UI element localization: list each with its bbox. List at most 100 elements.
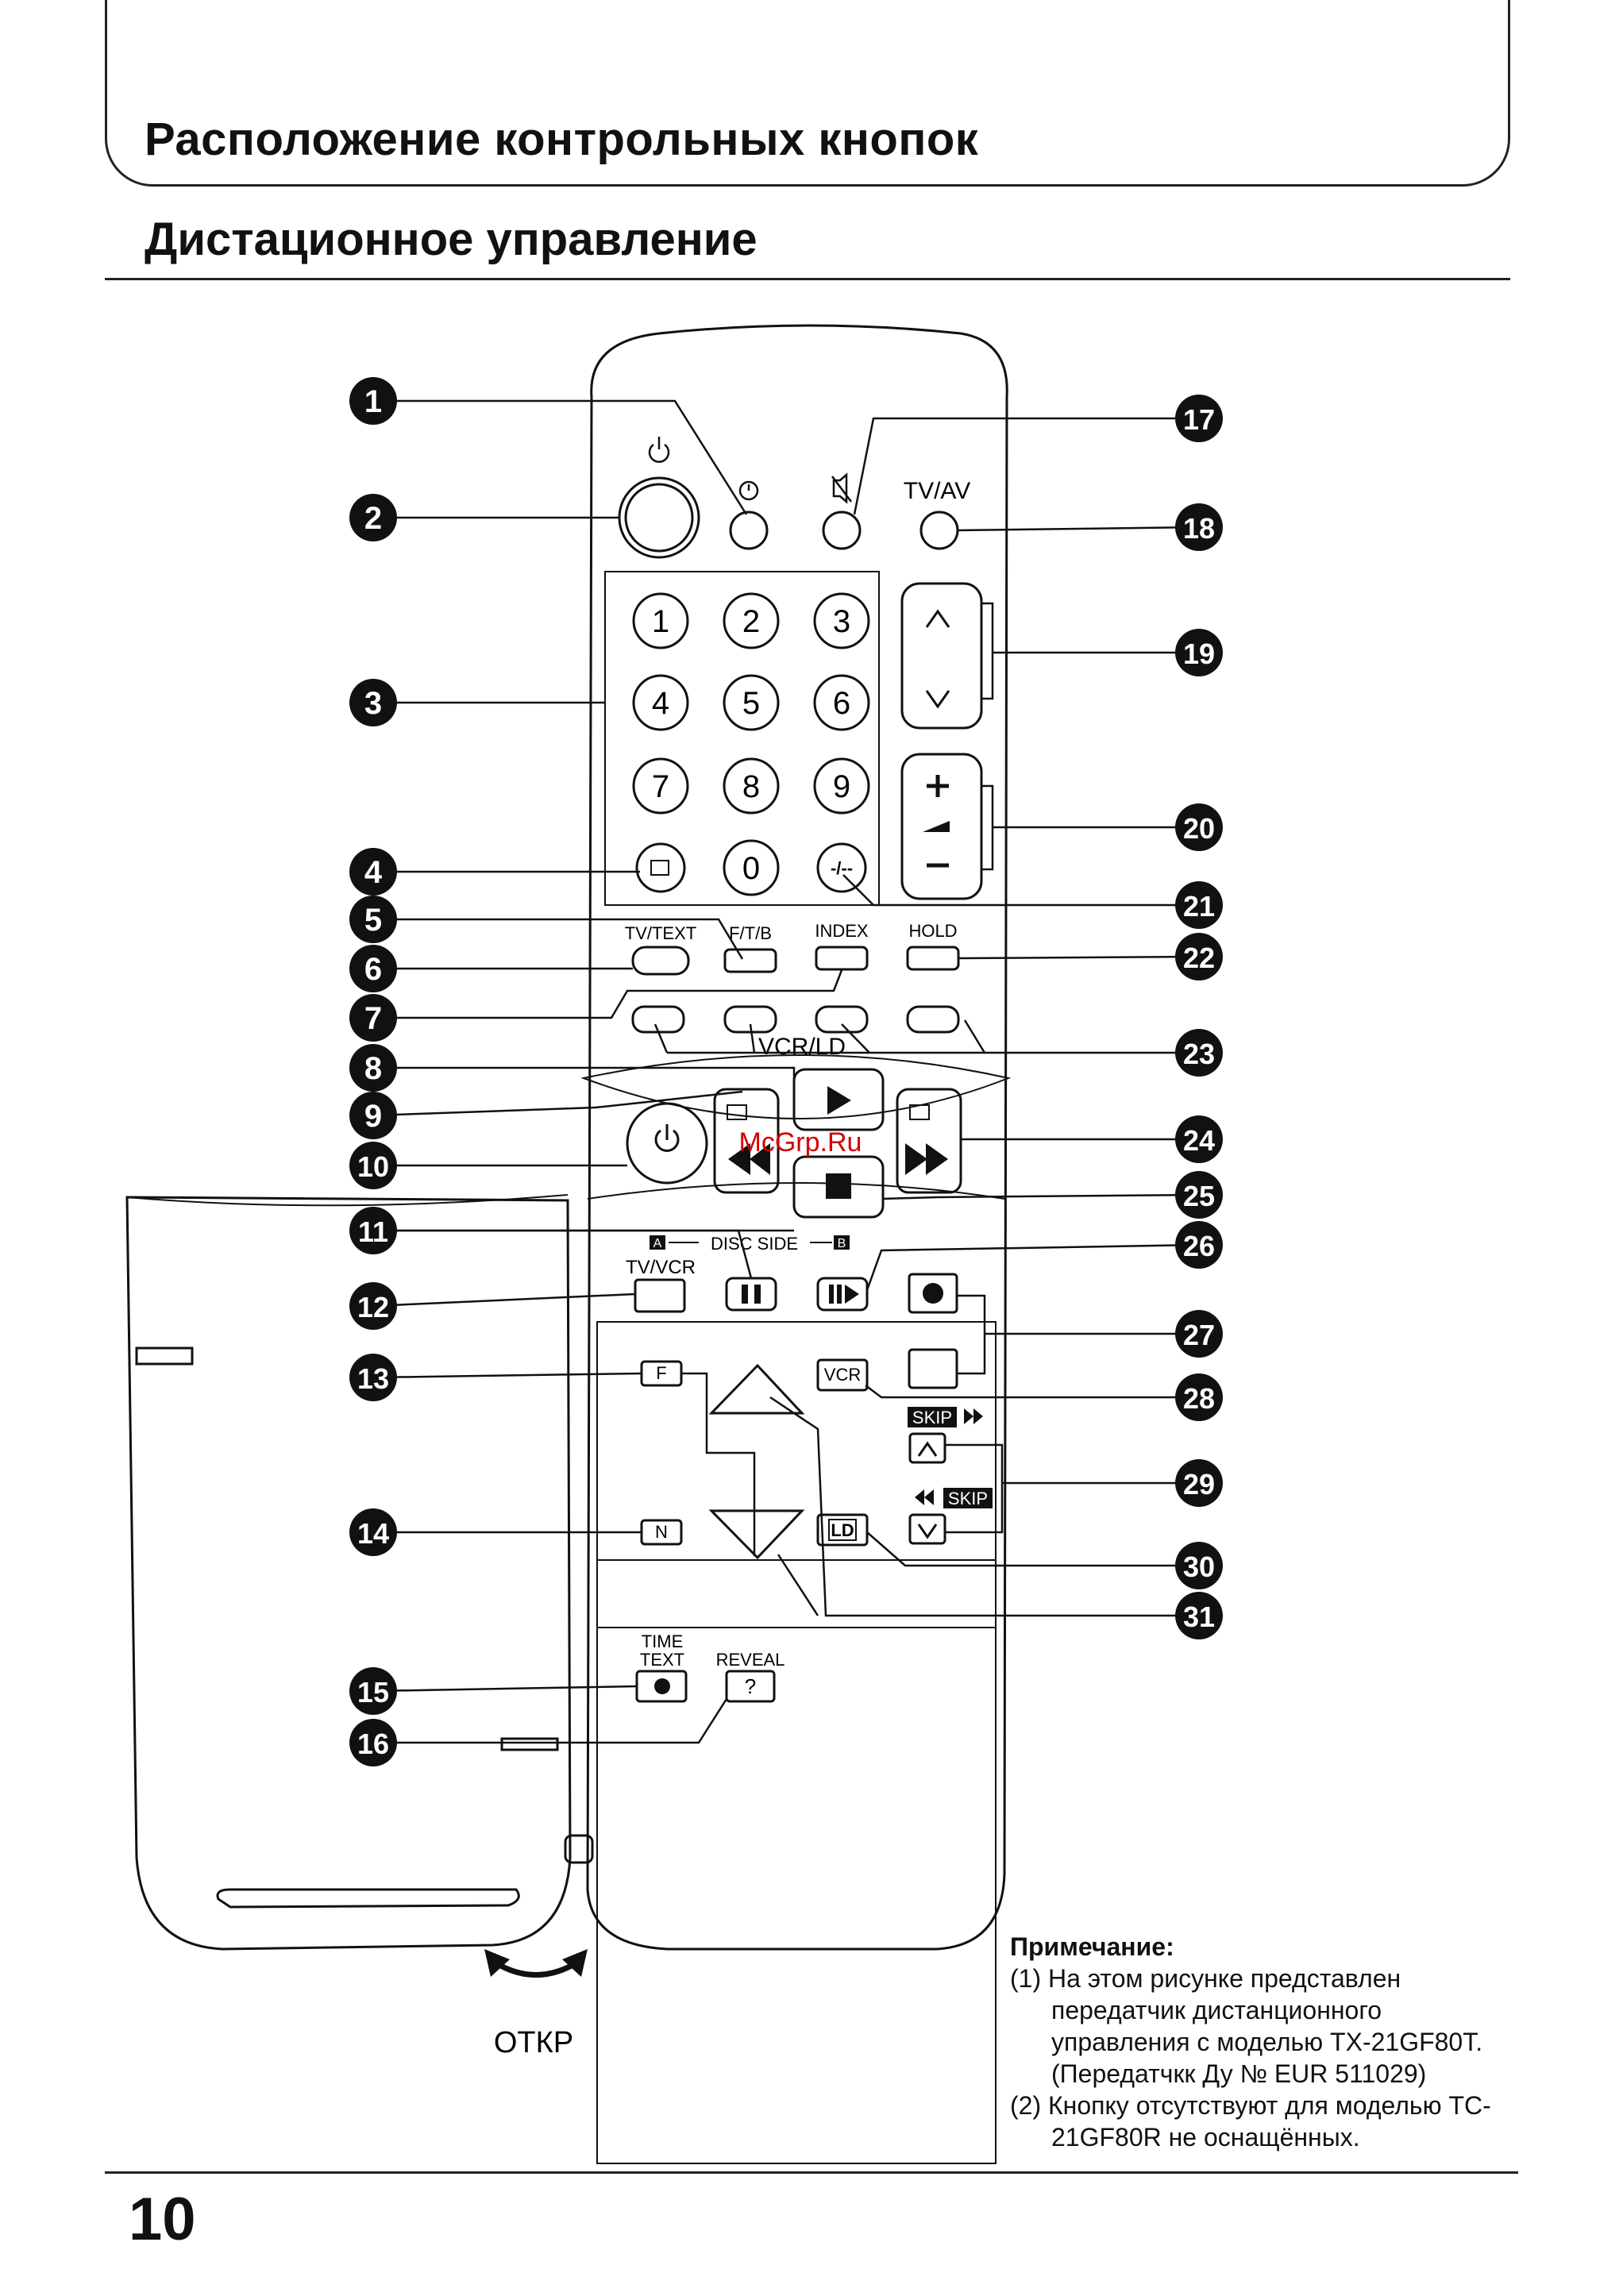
svg-text:19: 19 bbox=[1183, 638, 1215, 670]
disc-side-label: DISC SIDE bbox=[711, 1234, 798, 1254]
volume-icon bbox=[923, 821, 950, 832]
digit-4-button[interactable] bbox=[632, 674, 689, 731]
reveal-button[interactable] bbox=[725, 1670, 776, 1703]
digit-4-label: 4 bbox=[652, 686, 669, 721]
digit-1-label: 1 bbox=[652, 604, 669, 639]
digit-3-label: 3 bbox=[833, 604, 850, 639]
record-icon bbox=[923, 1283, 943, 1304]
hinge bbox=[564, 1834, 594, 1864]
digit-5-label: 5 bbox=[742, 686, 760, 721]
pause-button[interactable] bbox=[725, 1277, 777, 1312]
svg-text:11: 11 bbox=[358, 1215, 388, 1248]
red-button[interactable] bbox=[631, 1005, 685, 1034]
skip-down-button[interactable] bbox=[908, 1513, 946, 1545]
digit-7-button[interactable] bbox=[632, 757, 689, 815]
n-label: N bbox=[655, 1522, 668, 1542]
skip-label-upper: SKIP bbox=[912, 1408, 952, 1427]
callout-19 bbox=[1175, 629, 1223, 676]
text-label: TEXT bbox=[640, 1650, 684, 1670]
rewind-button[interactable] bbox=[713, 1088, 780, 1194]
digit-0-button[interactable] bbox=[723, 839, 780, 896]
tv-text-button[interactable] bbox=[631, 946, 690, 976]
callout-20 bbox=[1175, 803, 1223, 851]
skip-forward-icon bbox=[964, 1408, 973, 1424]
svg-text:15: 15 bbox=[357, 1676, 389, 1709]
programme-button[interactable] bbox=[635, 842, 686, 893]
vcr-power-button[interactable] bbox=[626, 1102, 708, 1185]
down-arrow-button[interactable] bbox=[708, 1509, 805, 1560]
ftb-button[interactable] bbox=[723, 948, 777, 973]
reveal-label: REVEAL bbox=[716, 1650, 785, 1670]
callout-9 bbox=[349, 1092, 397, 1139]
record-button-lower[interactable] bbox=[908, 1348, 958, 1389]
index-button[interactable] bbox=[815, 946, 869, 971]
digit-6-label: 6 bbox=[833, 686, 850, 721]
timer-icon bbox=[738, 480, 759, 501]
callout-7 bbox=[349, 994, 397, 1042]
tv-av-label: TV/AV bbox=[904, 478, 970, 504]
page-number: 10 bbox=[129, 2186, 196, 2253]
digit-9-button[interactable] bbox=[813, 757, 870, 815]
note-item-1: (1) На этом рисунке представлен передатч… bbox=[1010, 1964, 1483, 2088]
ld-label: LD bbox=[831, 1520, 854, 1540]
svg-text:2: 2 bbox=[364, 501, 382, 536]
programme-icon bbox=[650, 860, 669, 876]
digit-2-label: 2 bbox=[742, 604, 760, 639]
disc-side-b: B bbox=[838, 1237, 846, 1250]
power-button[interactable] bbox=[618, 476, 700, 559]
svg-text:20: 20 bbox=[1183, 812, 1215, 845]
callout-30 bbox=[1175, 1542, 1223, 1589]
callout-5 bbox=[349, 896, 397, 943]
callout-31 bbox=[1175, 1592, 1223, 1639]
digit-1-button[interactable] bbox=[632, 592, 689, 649]
dash-button[interactable] bbox=[816, 842, 867, 893]
tv-vcr-button[interactable] bbox=[634, 1278, 686, 1313]
digit-6-button[interactable] bbox=[813, 674, 870, 731]
remote-body bbox=[586, 324, 1008, 1951]
tv-av-button[interactable] bbox=[919, 510, 959, 550]
ld-button[interactable] bbox=[816, 1513, 869, 1547]
volume-rocker[interactable] bbox=[900, 753, 983, 900]
callout-27 bbox=[1175, 1310, 1223, 1358]
digit-8-button[interactable] bbox=[723, 757, 780, 815]
vcr-button[interactable] bbox=[816, 1358, 869, 1392]
skip-up-button[interactable] bbox=[908, 1432, 946, 1464]
digit-7-label: 7 bbox=[652, 769, 669, 804]
svg-text:1: 1 bbox=[364, 384, 382, 419]
slow-button[interactable] bbox=[816, 1277, 869, 1312]
digit-3-button[interactable] bbox=[813, 592, 870, 649]
green-button[interactable] bbox=[723, 1005, 777, 1034]
callout-25 bbox=[1175, 1171, 1223, 1219]
stop-button[interactable] bbox=[792, 1155, 885, 1219]
digit-2-button[interactable] bbox=[723, 592, 780, 649]
svg-text:4: 4 bbox=[364, 855, 383, 890]
svg-text:5: 5 bbox=[364, 903, 382, 938]
record-button[interactable] bbox=[908, 1273, 958, 1314]
svg-text:12: 12 bbox=[357, 1291, 389, 1323]
up-arrow-button[interactable] bbox=[708, 1363, 805, 1415]
programme-rocker[interactable] bbox=[900, 582, 983, 730]
hold-button[interactable] bbox=[906, 946, 960, 971]
tv-vcr-label: TV/VCR bbox=[626, 1257, 696, 1278]
blue-button[interactable] bbox=[906, 1005, 960, 1034]
ftb-label: F/T/B bbox=[729, 923, 772, 943]
digit-5-button[interactable] bbox=[723, 674, 780, 731]
svg-text:10: 10 bbox=[357, 1150, 389, 1183]
callout-22 bbox=[1175, 933, 1223, 980]
fast-forward-button[interactable] bbox=[896, 1088, 962, 1194]
yellow-button[interactable] bbox=[815, 1005, 869, 1034]
callout-12 bbox=[349, 1282, 397, 1330]
callout-28 bbox=[1175, 1373, 1223, 1421]
play-button[interactable] bbox=[792, 1068, 885, 1131]
off-timer-button[interactable] bbox=[729, 510, 769, 550]
callout-29 bbox=[1175, 1459, 1223, 1507]
mute-button[interactable] bbox=[822, 510, 862, 550]
open-label: ОТКР bbox=[494, 2026, 573, 2059]
svg-text:17: 17 bbox=[1183, 403, 1215, 436]
header-frame bbox=[105, 0, 1510, 187]
vcr-power-icon bbox=[654, 1129, 680, 1152]
svg-text:9: 9 bbox=[364, 1099, 382, 1134]
callout-16 bbox=[349, 1719, 397, 1766]
mute-icon bbox=[832, 472, 848, 504]
svg-text:13: 13 bbox=[357, 1362, 389, 1395]
